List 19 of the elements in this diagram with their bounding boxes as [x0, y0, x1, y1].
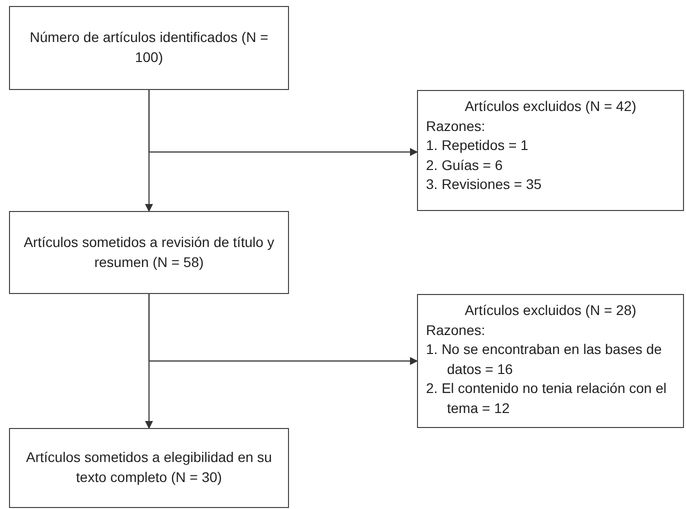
- process-box: [9, 6, 289, 90]
- exclusion-box: [417, 90, 684, 211]
- box-text: Artículos sometidos a revisión de título y resumen (N = 58): [22, 232, 276, 272]
- arrow: [148, 294, 418, 365]
- exclusion-box: [417, 294, 684, 428]
- box-text: Número de artículos identificados (N = 100): [28, 28, 270, 67]
- reasons-label: Razones:: [426, 116, 486, 136]
- list-item: 3. Revisiones = 35: [426, 175, 543, 194]
- list-item: 1. Repetidos = 1: [426, 136, 530, 156]
- box-heading: Artículos excluidos (N = 42): [464, 97, 638, 116]
- reasons-label: Razones:: [426, 320, 486, 340]
- list-item: 1. No se encontraban en las bases de datos = 16: [426, 340, 663, 379]
- arrow: [148, 90, 418, 156]
- list-item: 2. El contenido no tenia relación con el tema = 12: [426, 379, 668, 418]
- process-box: [9, 428, 289, 508]
- box-heading: Artículos excluidos (N = 28): [464, 301, 638, 320]
- list-item: 2. Guías = 6: [426, 156, 504, 175]
- box-text: Artículos sometidos a elegibilidad en su texto completo (N = 30): [25, 448, 273, 487]
- process-box: [9, 211, 289, 294]
